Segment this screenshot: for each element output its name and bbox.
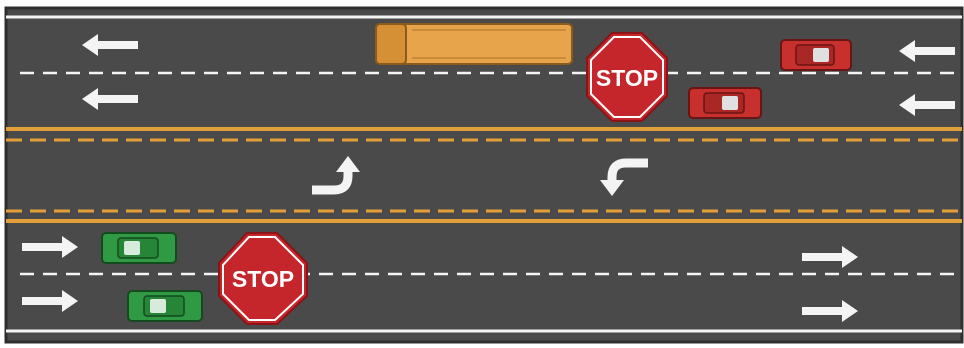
red-car bbox=[689, 88, 761, 118]
green-car bbox=[128, 291, 202, 321]
school-bus bbox=[376, 24, 572, 64]
red-car bbox=[781, 40, 851, 70]
stop-sign-text: STOP bbox=[596, 65, 658, 91]
stop-sign: STOP bbox=[587, 33, 667, 121]
stop-sign-text: STOP bbox=[232, 266, 294, 292]
green-car bbox=[102, 233, 176, 263]
